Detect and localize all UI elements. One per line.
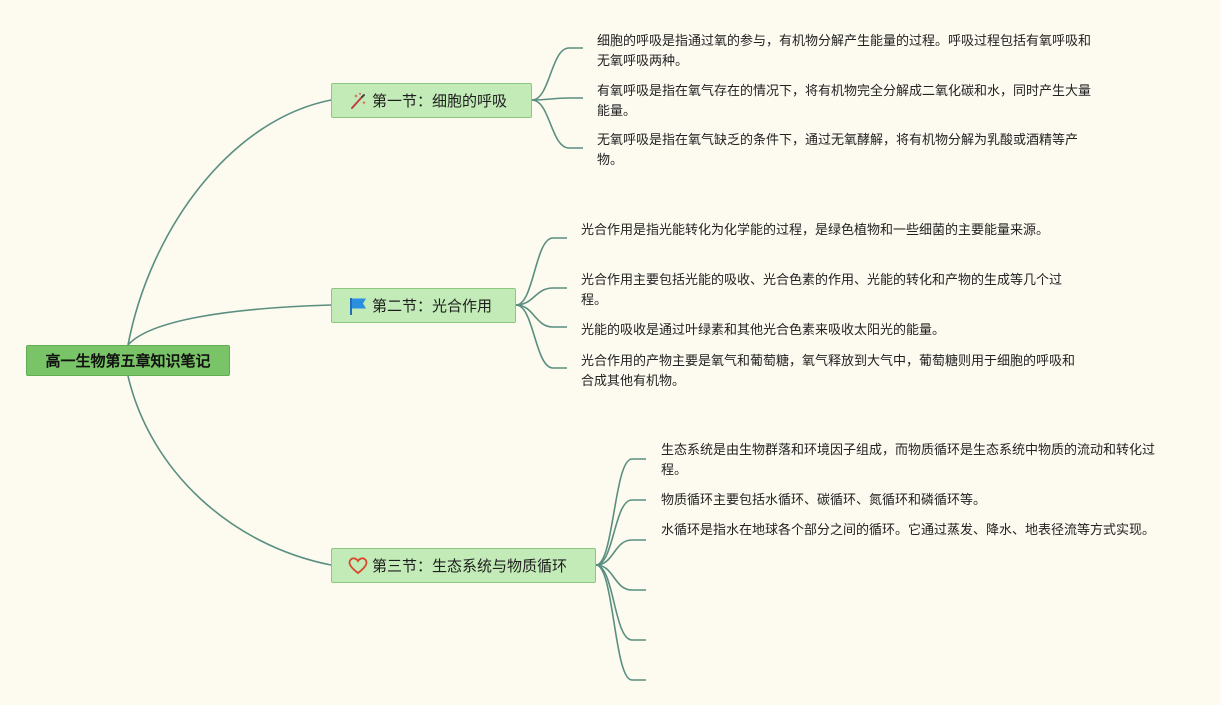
leaf-topic[interactable]: 细胞的呼吸是指通过氧的参与，有机物分解产生能量的过程。呼吸过程包括有氧呼吸和无氧… [597,34,1092,69]
leaf-topic[interactable]: 有氧呼吸是指在氧气存在的情况下，将有机物完全分解成二氧化碳和水，同时产生大量能量… [597,84,1092,119]
heart-icon [348,556,368,576]
leaf-topic[interactable]: 生态系统是由生物群落和环境因子组成，而物质循环是生态系统中物质的流动和转化过程。 [661,443,1156,478]
root-topic[interactable]: 高一生物第五章知识笔记 [26,345,230,376]
connector-root-branch [127,99,332,346]
leaf-topic[interactable]: 光能的吸收是通过叶绿素和其他光合色素来吸收太阳光的能量。 [581,323,946,338]
connector-branch-leaf [595,564,646,591]
connector-branch-leaf [531,97,583,101]
branch-topic-label: 第三节：生态系统与物质循环 [372,557,568,575]
connector-branch-leaf [595,564,646,681]
connector-root-branch [127,304,332,346]
connector-branch-leaf [595,539,646,566]
leaf-topic[interactable]: 光合作用的产物主要是氧气和葡萄糖，氧气释放到大气中，葡萄糖则用于细胞的呼吸和合成… [581,354,1076,389]
flag-icon [348,296,368,316]
root-topic-label: 高一生物第五章知识笔记 [45,352,211,370]
branch-topic-photosynthesis[interactable]: 第二节：光合作用 [331,288,516,323]
leaf-topic[interactable]: 无氧呼吸是指在氧气缺乏的条件下，通过无氧酵解，将有机物分解为乳酸或酒精等产物。 [597,133,1079,168]
leaf-topic[interactable]: 光合作用主要包括光能的吸收、光合色素的作用、光能的转化和产物的生成等几个过程。 [581,273,1063,308]
branch-topic-ecosystem[interactable]: 第三节：生态系统与物质循环 [331,548,596,583]
connector-branch-leaf [515,237,567,306]
magic-wand-icon [348,91,368,111]
connector-branch-leaf [595,499,646,566]
connector-branch-leaf [515,304,567,328]
branch-topic-label: 第一节：细胞的呼吸 [372,92,508,110]
connector-root-branch [127,375,332,566]
branch-topic-cell-respiration[interactable]: 第一节：细胞的呼吸 [331,83,532,118]
connector-branch-leaf [595,458,646,566]
connector-branch-leaf [515,287,567,306]
connector-branch-leaf [531,47,583,101]
branch-topic-label: 第二节：光合作用 [372,297,493,315]
connector-branch-leaf [531,99,583,149]
leaf-topic[interactable]: 物质循环主要包括水循环、碳循环、氮循环和磷循环等。 [661,493,987,508]
connector-branch-leaf [595,564,646,641]
leaf-topic[interactable]: 光合作用是指光能转化为化学能的过程，是绿色植物和一些细菌的主要能量来源。 [581,223,1050,238]
connector-branch-leaf [515,304,567,369]
leaf-topic[interactable]: 水循环是指水在地球各个部分之间的循环。它通过蒸发、降水、地表径流等方式实现。 [661,523,1156,538]
